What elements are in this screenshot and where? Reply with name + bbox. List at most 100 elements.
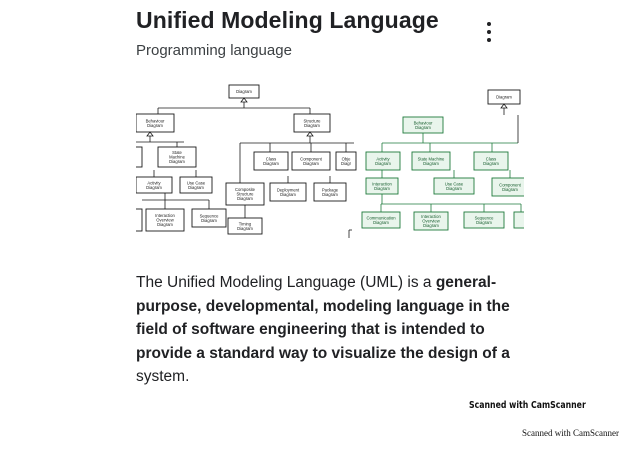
composite-structure-diagram-label: Composite <box>235 187 256 192</box>
behaviour-diagram-box <box>136 113 175 133</box>
sequence-diagram-right-label: Sequence <box>475 215 495 220</box>
right-partial-box-box <box>513 211 524 229</box>
partial-diagram-left <box>136 146 143 168</box>
sequence-diagram-label: Diagram <box>201 218 217 223</box>
inheritance-arrow-icon <box>500 103 508 109</box>
right-partial-box <box>513 211 524 229</box>
component-diagram-right-label: Component <box>499 182 521 187</box>
description-text: The Unified Modeling Language (UML) is a… <box>136 271 516 389</box>
interaction-partial <box>136 208 143 232</box>
state-machine-diagram-right-label: State Machine <box>418 156 445 161</box>
inheritance-arrow-icon <box>146 131 154 137</box>
state-machine-diagram-label: State <box>172 150 182 155</box>
diagram-root-label: Diagram <box>236 89 252 94</box>
structure-diagram-label: Diagram <box>304 123 320 128</box>
activity-diagram-right-label: Activity <box>376 156 390 161</box>
description-normal: The Unified Modeling Language (UML) is a <box>136 274 436 291</box>
interaction-diagram-label: Interaction <box>155 213 175 218</box>
class-diagram-label: Class <box>266 156 276 161</box>
composite-structure-diagram-label: Structure <box>237 192 255 197</box>
camscanner-corner-watermark: Scanned with CamScanner <box>522 428 619 438</box>
state-machine-diagram-label: Machine <box>169 155 185 160</box>
interaction-diagram-right-label: Interaction <box>372 181 392 186</box>
sequence-diagram-right-label: Diagram <box>476 220 492 225</box>
class-diagram-right-label: Diagram <box>483 161 499 166</box>
package-diagram-label: Diagram <box>322 192 338 197</box>
uml-diagram-svg: DiagramBehaviourDiagramStructureDiagramS… <box>136 84 524 238</box>
package-diagram-label: Package <box>322 187 339 192</box>
class-diagram-label: Diagram <box>263 161 279 166</box>
partial-diagram-left-box <box>136 146 143 168</box>
activity-diagram-right-label: Diagram <box>375 161 391 166</box>
structure-diagram-box <box>293 113 331 133</box>
class-diagram-right-label: Class <box>486 156 496 161</box>
object-diagram-label: Obje <box>342 156 352 161</box>
communication-diagram-right-label: Communication <box>366 215 396 220</box>
diagram-root-right-label: Diagram <box>496 95 512 100</box>
component-diagram-right-label: Diagram <box>502 187 518 192</box>
page-subtitle: Programming language <box>136 42 292 59</box>
state-machine-diagram-right-label: Diagram <box>423 161 439 166</box>
state-machine-diagram-right-box <box>411 151 451 171</box>
behaviour-diagram-label: Behaviour <box>146 118 165 123</box>
activity-diagram-right-box <box>365 151 401 171</box>
use-case-diagram-right-label: Diagram <box>446 186 462 191</box>
component-diagram-label: Component <box>300 156 322 161</box>
interaction-diagram-label: Overview <box>156 218 174 223</box>
use-case-diagram-label: Use Case <box>187 180 206 185</box>
activity-diagram-label: Activity <box>147 180 161 185</box>
activity-diagram-label: Diagram <box>146 185 162 190</box>
use-case-diagram-right-label: Use Case <box>445 181 464 186</box>
sequence-diagram-label: Sequence <box>200 213 220 218</box>
inheritance-arrow-icon <box>240 97 248 103</box>
deployment-diagram-label: Diagram <box>280 192 296 197</box>
timing-diagram-label: Timing <box>239 221 252 226</box>
more-options-icon[interactable] <box>486 22 492 42</box>
timing-diagram-label: Diagram <box>237 226 253 231</box>
page-title: Unified Modeling Language <box>136 7 439 33</box>
description-bold: general-purpose, developmental, modeling… <box>136 274 510 362</box>
inheritance-arrow-icon <box>306 131 314 137</box>
state-machine-diagram-label: Diagram <box>169 159 185 164</box>
interaction-overview-right-label: Diagram <box>423 223 439 228</box>
interaction-overview-right-label: Overview <box>422 219 440 224</box>
communication-diagram-right-label: Diagram <box>373 220 389 225</box>
camscanner-watermark: Scanned with CamScanner <box>469 400 586 411</box>
diagram-root: Diagram <box>228 84 260 99</box>
object-diagram-label: Diagr <box>341 161 352 166</box>
class-diagram-box <box>253 151 289 171</box>
behaviour-diagram-right-label: Behaviour <box>414 120 433 125</box>
behaviour-diagram-label: Diagram <box>147 123 163 128</box>
behaviour-diagram-right-label: Diagram <box>415 125 431 130</box>
component-diagram-label: Diagram <box>303 161 319 166</box>
composite-structure-diagram-label: Diagram <box>237 196 253 201</box>
interaction-diagram-right-label: Diagram <box>374 186 390 191</box>
interaction-partial-box <box>136 208 143 232</box>
deployment-diagram-label: Deployment <box>277 187 300 192</box>
interaction-diagram-label: Diagram <box>157 222 173 227</box>
structure-diagram-label: Structure <box>304 118 322 123</box>
diagram-root-right: Diagram <box>487 89 521 105</box>
description-tail: system. <box>136 368 190 385</box>
